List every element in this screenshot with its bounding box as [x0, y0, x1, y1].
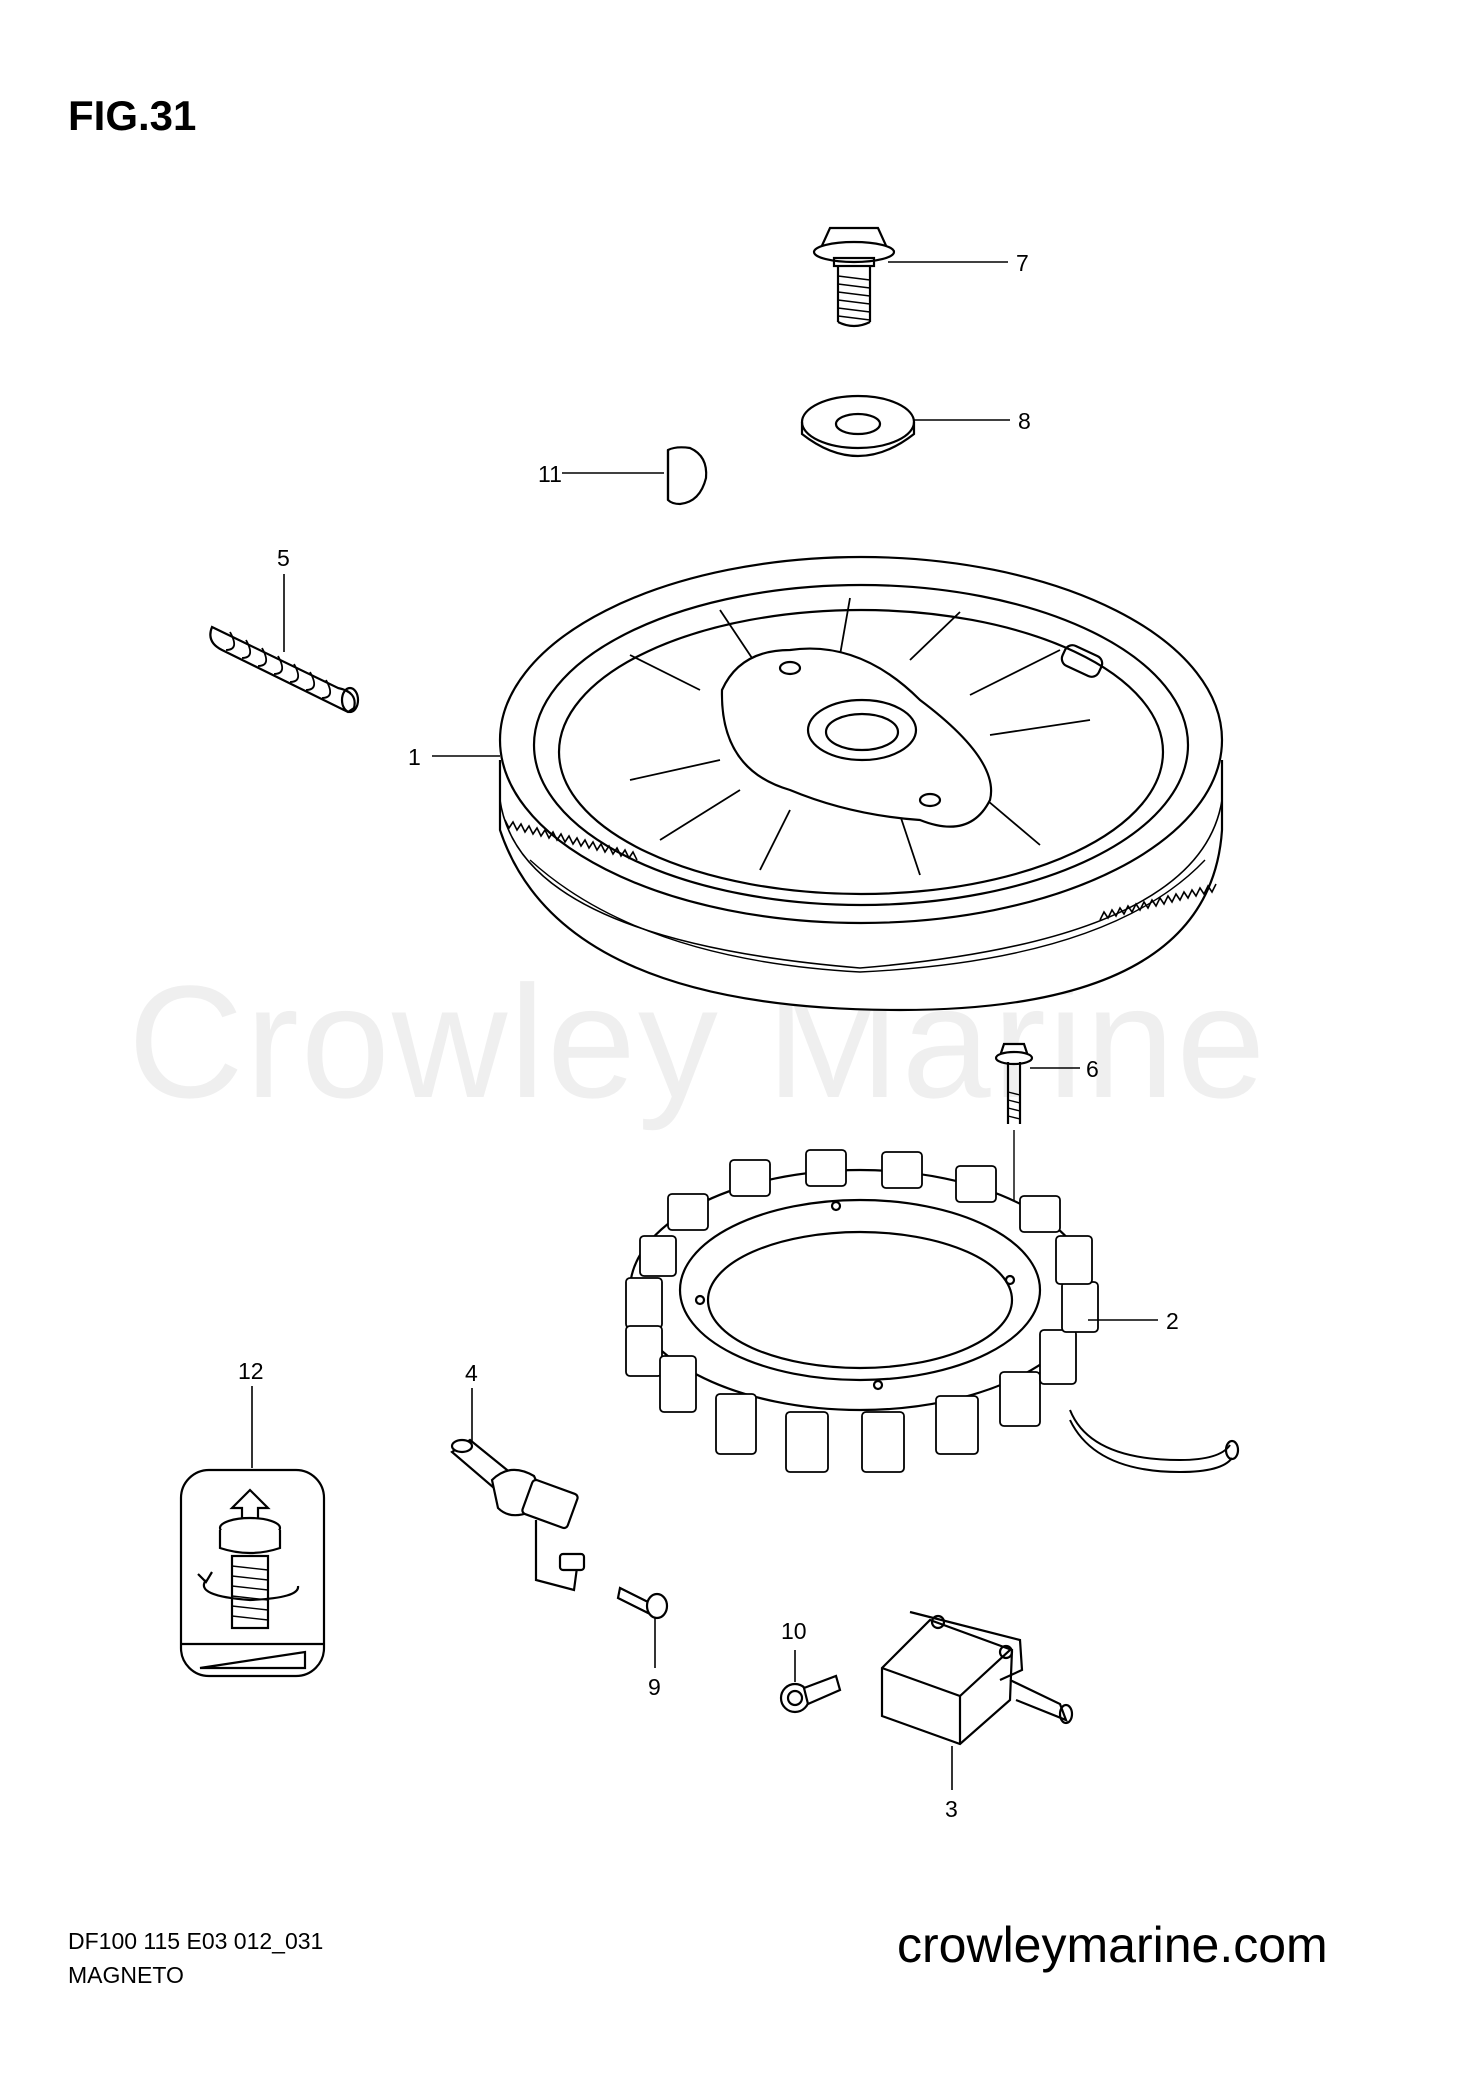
callout-9: 9	[648, 1674, 661, 1700]
callout-5: 5	[277, 545, 290, 571]
callout-1: 1	[408, 744, 421, 770]
stator-part-2[interactable]	[625, 1149, 1240, 1474]
callout-3: 3	[945, 1796, 958, 1822]
flywheel-rotor-part-1[interactable]	[498, 555, 1224, 1012]
callout-6: 6	[1086, 1056, 1099, 1082]
key-part-11[interactable]	[666, 446, 708, 506]
thread-lock-icon-part-12	[179, 1468, 326, 1678]
flange-bolt-part-7[interactable]	[812, 226, 896, 328]
diagram-name: MAGNETO	[68, 1962, 184, 1988]
callout-10: 10	[781, 1618, 807, 1644]
washer-part-8[interactable]	[800, 394, 916, 458]
callout-4: 4	[465, 1360, 478, 1386]
screw-part-10[interactable]	[779, 1674, 842, 1714]
callout-8: 8	[1018, 408, 1031, 434]
pulser-coil-part-3[interactable]	[880, 1610, 1074, 1746]
callout-7: 7	[1016, 250, 1029, 276]
sensor-part-4[interactable]	[450, 1438, 586, 1592]
callout-12: 12	[238, 1358, 264, 1384]
callout-11: 11	[538, 461, 562, 487]
diagram-code: DF100 115 E03 012_031	[68, 1928, 324, 1954]
bolt-part-9[interactable]	[616, 1586, 669, 1620]
protector-part-5[interactable]	[209, 625, 360, 714]
website-label: crowleymarine.com	[897, 1917, 1328, 1973]
callout-2: 2	[1166, 1308, 1179, 1334]
figure-title: FIG.31	[68, 92, 197, 139]
leader-lines	[251, 261, 1158, 1790]
